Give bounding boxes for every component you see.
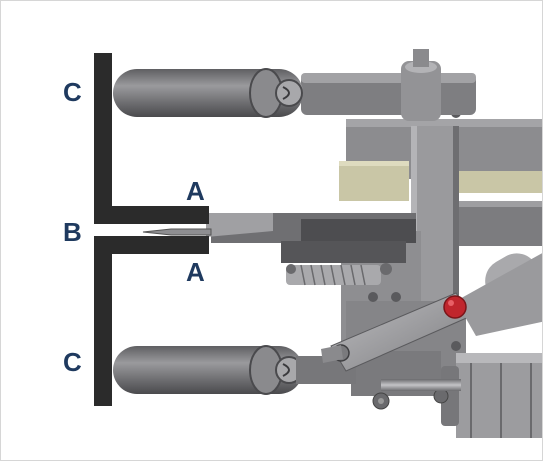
label-c-bottom: C — [63, 347, 82, 377]
diagonal-arm — [321, 253, 542, 372]
label-a-top: A — [186, 176, 205, 206]
label-b: B — [63, 217, 82, 247]
red-knob-icon — [443, 295, 467, 319]
upper-jaw-plate — [94, 206, 209, 224]
label-a-bottom: A — [186, 257, 205, 287]
lower-bracket-bar — [94, 236, 112, 406]
jaw-bracket — [94, 53, 209, 406]
upper-lever — [301, 49, 476, 121]
lower-jaw-plate — [94, 236, 209, 254]
label-c-top: C — [63, 77, 82, 107]
lower-cylinder — [113, 345, 356, 395]
upper-bracket-bar — [94, 53, 112, 223]
lower-rod — [381, 379, 461, 391]
upper-cylinder — [113, 68, 303, 118]
jaw-assembly — [142, 213, 416, 286]
machine-body — [339, 108, 542, 438]
